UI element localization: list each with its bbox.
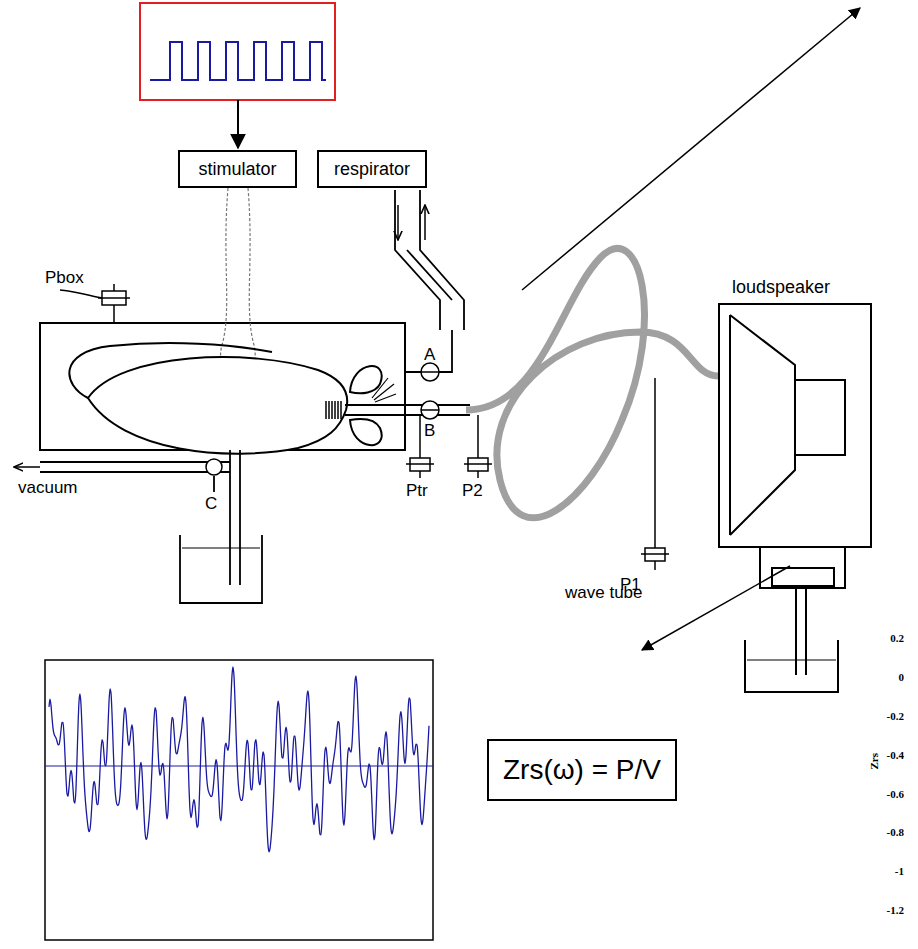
loudspeaker-housing: loudspeaker <box>718 303 872 548</box>
pbox-transducer <box>60 284 130 323</box>
node-text: stimulator <box>198 159 276 180</box>
speaker-cone <box>730 315 845 535</box>
label-box: respirator <box>317 150 427 188</box>
pointer-arrow <box>642 566 790 650</box>
part-label: B <box>424 421 435 441</box>
axis-label: 0.2 <box>890 632 904 645</box>
axis-label: -1 <box>895 865 904 878</box>
part-label: Ptr <box>406 481 428 501</box>
part-label: P2 <box>462 481 483 501</box>
airway-tubing <box>345 190 470 415</box>
noise-signal <box>49 667 429 852</box>
vacuum-line <box>40 450 262 603</box>
tracheal-cannula <box>326 401 341 419</box>
rat <box>69 343 396 454</box>
noise-panel <box>45 660 433 940</box>
vacuum-arrow <box>14 466 40 468</box>
label-box: Zrs(ω) = P/V <box>487 739 677 801</box>
axis-label: Zrs <box>868 753 881 770</box>
axis-label: 0 <box>899 671 905 684</box>
wave-tube <box>466 248 718 517</box>
pointer-arrow <box>522 8 860 290</box>
flow-in-arrow <box>397 205 399 240</box>
axis-label: -0.4 <box>887 749 904 762</box>
axis-label: -1.2 <box>887 904 904 917</box>
valve-c <box>206 459 222 475</box>
signal-arrow <box>237 100 239 148</box>
square-wave <box>150 42 326 80</box>
node-text: Zrs(ω) = P/V <box>503 754 661 786</box>
flow-out-arrow <box>424 205 426 240</box>
label-box: stimulator <box>178 150 297 188</box>
part-label: wave tube <box>565 583 643 603</box>
axis-label: -0.6 <box>887 788 904 801</box>
part-label: C <box>205 494 217 514</box>
zero-line <box>45 766 433 767</box>
part-label: A <box>424 345 435 365</box>
part-label: vacuum <box>18 478 78 498</box>
piston-reservoir <box>745 548 845 692</box>
axis-label: -0.2 <box>887 710 904 723</box>
node-heading: loudspeaker <box>732 277 830 298</box>
axis-label: -0.8 <box>887 826 904 839</box>
stimulus-panel <box>140 3 335 100</box>
node-text: respirator <box>334 159 410 180</box>
part-label: Pbox <box>45 268 84 288</box>
valves <box>421 363 439 419</box>
